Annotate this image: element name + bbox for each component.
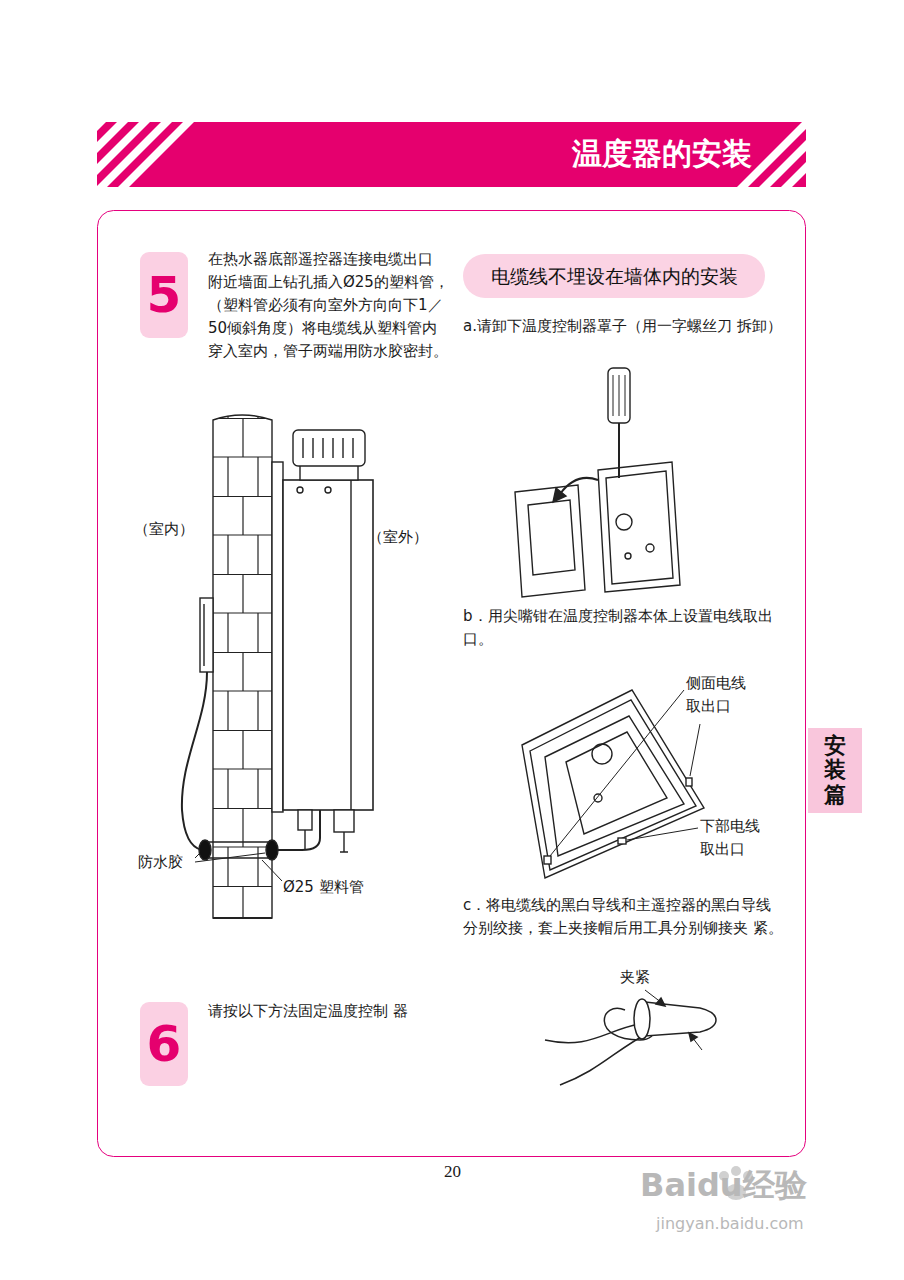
node-text: 安装篇 [824, 734, 846, 807]
part-label: Ø25 塑料管 [283, 876, 364, 899]
wall-heater-figure-part [298, 810, 312, 830]
wall-heater-figure-part [202, 842, 274, 858]
wire-outlet-figure-part [544, 856, 551, 864]
cover-removal-figure-part [553, 488, 566, 502]
side-label: （室外） [368, 526, 428, 549]
cover-removal-figure-part [625, 553, 631, 559]
header-band-part [97, 122, 806, 187]
step-instruction: 请按以下方法固定温度控制 器 [208, 1000, 418, 1023]
page-title: 温度器的安装 [440, 136, 752, 172]
wire-outlet-figure-part [545, 716, 684, 856]
cover-removal-figure-part [560, 478, 598, 494]
wall-heater-figure-part [276, 810, 320, 850]
wire-outlet-figure [522, 690, 704, 878]
wall-heater-figure-part [195, 853, 282, 881]
wire-outlet-figure-part [686, 778, 692, 786]
wire-cap-figure-part [634, 999, 650, 1039]
watermark: jingyan.baidu.com [656, 1214, 804, 1234]
cover-removal-figure-part [616, 514, 632, 530]
cover-removal-figure-part [646, 544, 654, 552]
wire-outlet-figure-part [592, 744, 612, 764]
cover-removal-figure [515, 368, 680, 597]
wire-cap-figure-part [545, 1024, 640, 1043]
wall-heater-figure-part [350, 480, 351, 810]
wire-outlet-figure-part [530, 700, 696, 870]
part-label: 夹紧 [620, 966, 650, 989]
wall-heater-figure-part [303, 438, 353, 458]
wire-cap-figure [545, 990, 716, 1085]
step-badge: 5 [140, 252, 188, 338]
cover-removal-figure-part [515, 485, 585, 597]
part-label: 防水胶 [138, 851, 183, 874]
wall-heater-figure-part [200, 598, 213, 672]
instruction-text: a.请卸下温度控制器罩子（用一字螺丝刀 拆卸） [463, 315, 785, 338]
cover-removal-figure-part [608, 368, 630, 423]
header-band-part-part [118, 122, 194, 187]
header-band-part [97, 122, 806, 187]
wire-outlet-figure-part [550, 690, 700, 856]
cover-removal-figure-part [613, 375, 625, 416]
cover-removal-figure-part [606, 471, 673, 584]
wall-heater-figure-part [334, 810, 354, 832]
cover-removal-figure-part [618, 423, 620, 478]
watermark: Baidu经验 [640, 1166, 807, 1204]
header-band [30, 122, 857, 187]
section-heading: 电缆线不埋设在墙体内的安装 [463, 254, 765, 298]
wall-heater-figure-part [283, 480, 373, 810]
step-badge: 6 [140, 1002, 188, 1086]
page-number: 20 [444, 1162, 461, 1182]
wall-heater-figure-part [203, 604, 204, 666]
instruction-text: c．将电缆线的黑白导线和主遥控器的黑白导线 分别绞接，套上夹接帽后用工具分别铆接… [463, 894, 785, 940]
wall-heater-figure-part [199, 840, 211, 860]
wire-cap-figure-part [645, 1002, 716, 1036]
wall-heater-figure-part [293, 430, 365, 466]
wire-outlet-figure-part [566, 732, 667, 834]
wall-heater-figure-part [325, 487, 331, 493]
instruction-text: b．用尖嘴钳在温度控制器本体上设置电线取出 口。 [463, 605, 785, 651]
wire-outlet-figure-part [522, 690, 704, 878]
header-band-part-part [781, 122, 806, 187]
side-label: （室内） [134, 518, 194, 541]
content-frame [98, 211, 806, 1157]
wall-heater-figure-part [266, 840, 278, 860]
wall-heater-figure-part [182, 672, 207, 850]
cover-removal-figure-part [528, 500, 575, 575]
header-band-part-part [97, 122, 106, 187]
side-tab: 安装篇 [808, 728, 862, 813]
wall-heater-figure-part [272, 462, 283, 812]
wire-outlet-figure-part [618, 838, 626, 844]
step-instruction: 在热水器底部遥控器连接电缆出口 附近墙面上钻孔插入Ø25的塑料管， （塑料管必须… [208, 248, 450, 363]
node-text: 电缆线不埋设在墙体内的安装 [491, 264, 738, 288]
wall-heater-figure-part [297, 487, 303, 493]
wall-heater-figure [182, 415, 373, 918]
node-text: 6 [147, 1016, 182, 1072]
node-text: 5 [147, 267, 182, 323]
part-label: 侧面电线 取出口 [686, 672, 762, 718]
wire-cap-figure-part [656, 998, 665, 1006]
header-band-part-part [97, 122, 150, 187]
wall-heater-figure-part [213, 917, 272, 919]
cover-removal-figure-part [598, 462, 680, 592]
part-label: 下部电线 取出口 [700, 815, 776, 861]
wire-cap-figure-part [689, 1033, 697, 1041]
